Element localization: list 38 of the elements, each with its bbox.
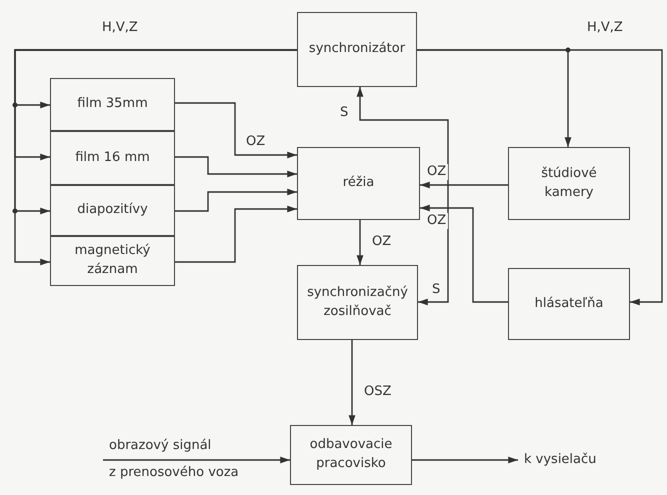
connector-arrow bbox=[103, 456, 290, 464]
connector-arrow bbox=[417, 49, 663, 306]
connector-arrow bbox=[412, 456, 518, 464]
block-text: štúdiové kamery bbox=[540, 164, 598, 202]
block-box bbox=[297, 12, 417, 87]
connector-arrow bbox=[175, 156, 297, 178]
connector-arrow bbox=[175, 188, 297, 212]
block-text: synchronizačný zosilňovač bbox=[306, 284, 409, 320]
block-text: diapozitívy bbox=[76, 201, 149, 220]
block-text: réžia bbox=[342, 174, 376, 192]
block-box bbox=[290, 425, 412, 485]
connector-arrow bbox=[356, 220, 364, 265]
connector-arrow bbox=[420, 204, 508, 303]
block-text: film 16 mm bbox=[74, 148, 151, 167]
block-text: hlásateľňa bbox=[534, 294, 604, 313]
block-box bbox=[50, 236, 175, 286]
connector-arrow bbox=[420, 182, 508, 188]
connector-arrow bbox=[175, 102, 297, 158]
block-box bbox=[508, 147, 630, 220]
block-box bbox=[508, 268, 630, 340]
block-text: odbavovacie pracovisko bbox=[308, 436, 394, 473]
block-box bbox=[297, 265, 418, 340]
connector-arrow bbox=[14, 49, 297, 266]
block-text: z prenosového voza bbox=[108, 464, 240, 482]
connector-arrow bbox=[348, 340, 356, 425]
block-text: synchronizátor bbox=[308, 40, 406, 58]
block-text: magnetický záznam bbox=[74, 242, 152, 279]
connector-arrow bbox=[175, 206, 297, 263]
block-text: k vysielaču bbox=[523, 450, 598, 469]
block-box bbox=[50, 131, 175, 185]
block-text: film 35mm bbox=[76, 95, 149, 114]
edge-label: OZ bbox=[425, 213, 448, 229]
block-box bbox=[50, 78, 175, 131]
block-text: obrazový signál bbox=[108, 437, 212, 455]
block-box bbox=[50, 185, 175, 236]
block-box bbox=[297, 147, 420, 220]
edge-label: OZ bbox=[425, 164, 448, 180]
connector-arrow bbox=[356, 87, 449, 306]
